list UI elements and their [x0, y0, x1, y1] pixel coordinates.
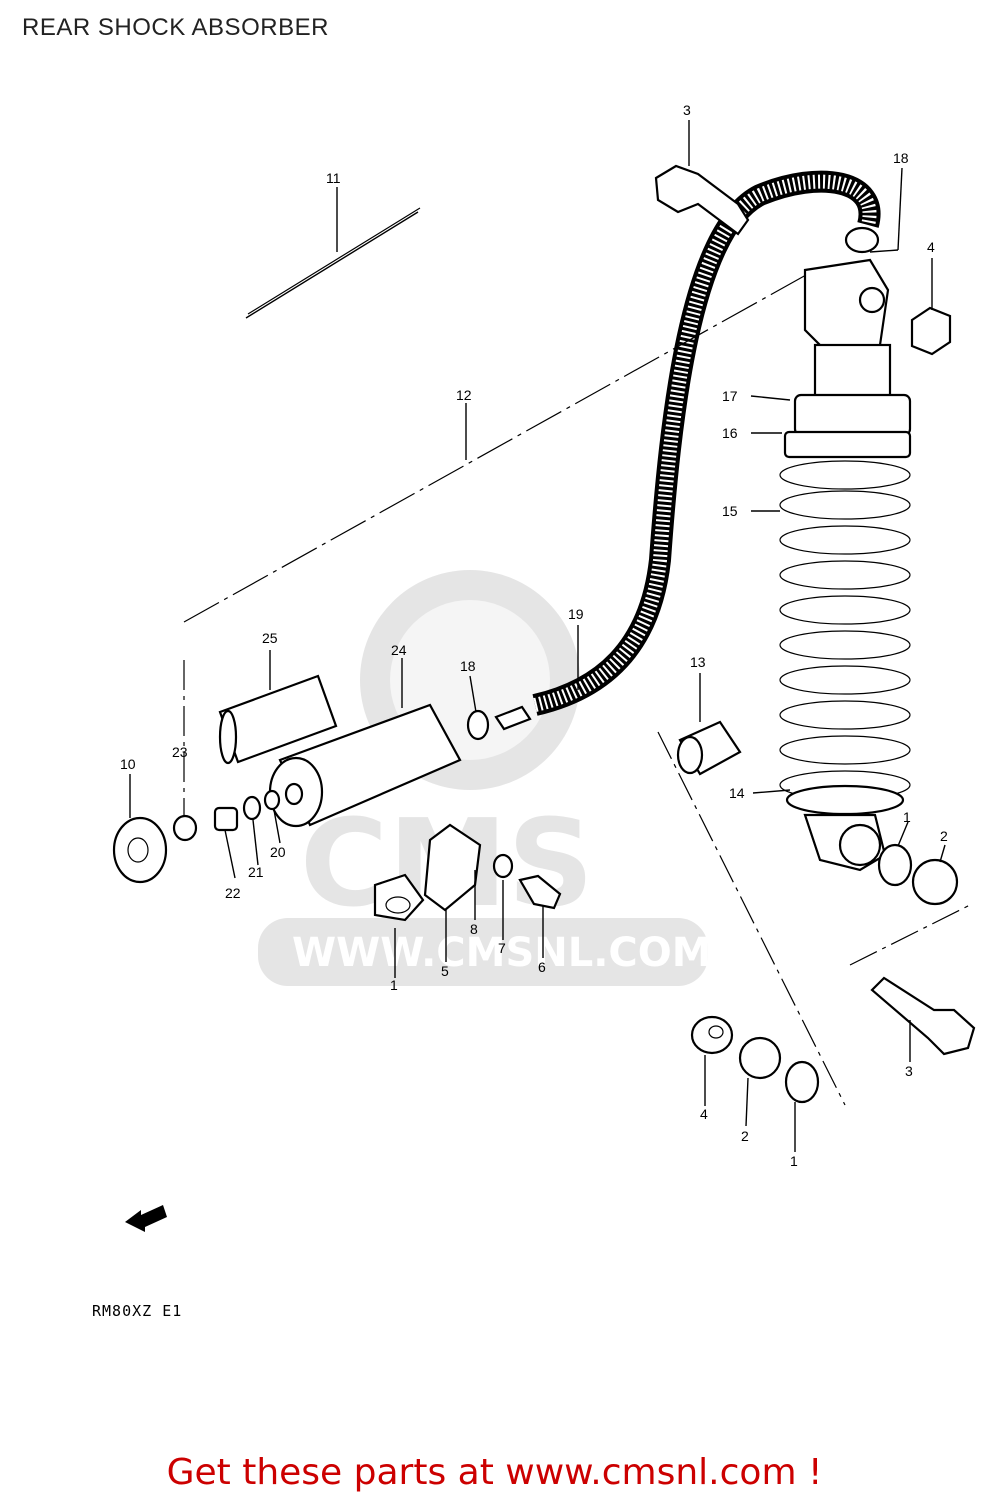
callout-19: 19 — [568, 606, 584, 622]
footer-cta-link[interactable]: Get these parts at www.cmsnl.com ! — [166, 1452, 823, 1493]
callout-3: 3 — [683, 102, 691, 118]
callout-15: 15 — [722, 503, 738, 519]
part-4-nut-top — [910, 306, 952, 356]
callout-2: 2 — [940, 828, 948, 844]
part-25-cover — [218, 674, 338, 765]
callout-1-b: 1 — [790, 1153, 798, 1169]
part-6-bolt — [518, 874, 562, 910]
part-21-washer — [242, 795, 262, 821]
part-1-o-ring — [877, 843, 913, 887]
callout-18: 18 — [893, 150, 909, 166]
callout-16: 16 — [722, 425, 738, 441]
callout-8: 8 — [470, 921, 478, 937]
part-11-cable-tie — [245, 207, 421, 319]
callout-5: 5 — [441, 963, 449, 979]
callout-13: 13 — [690, 654, 706, 670]
leader-12 — [183, 269, 816, 623]
callout-6: 6 — [538, 959, 546, 975]
callout-7: 7 — [498, 940, 506, 956]
front-arrow-icon — [125, 1205, 167, 1232]
part-2-bush — [911, 858, 959, 906]
callout-22: 22 — [225, 885, 241, 901]
part-3-bolt-top — [654, 164, 750, 236]
callout-21: 21 — [248, 864, 264, 880]
callout-17: 17 — [722, 388, 738, 404]
callout-1-c: 1 — [390, 977, 398, 993]
callout-numbers: 3 18 11 4 12 17 16 15 19 25 24 18 13 23 … — [120, 102, 948, 1169]
callout-2-b: 2 — [741, 1128, 749, 1144]
part-18-o-ring — [466, 709, 490, 741]
part-22-valve — [213, 806, 239, 832]
watermark-url: WWW.CMSNL.COM — [292, 930, 712, 976]
leader-lines — [129, 120, 946, 1152]
part-20-core — [263, 789, 281, 811]
part-3-bolt-bottom — [870, 976, 976, 1056]
page-title: REAR SHOCK ABSORBER — [22, 14, 329, 41]
assembly-frame — [657, 731, 971, 1106]
callout-23: 23 — [172, 744, 188, 760]
part-13-bush — [676, 720, 742, 776]
callout-4: 4 — [927, 239, 935, 255]
callout-1: 1 — [903, 809, 911, 825]
callout-14: 14 — [729, 785, 745, 801]
part-24-reservoir — [268, 703, 462, 828]
part-shock-absorber — [779, 258, 912, 872]
callout-3-b: 3 — [905, 1063, 913, 1079]
callout-25: 25 — [262, 630, 278, 646]
callout-10: 10 — [120, 756, 136, 772]
callout-24: 24 — [391, 642, 407, 658]
part-7-washer — [492, 853, 514, 879]
callout-11: 11 — [326, 170, 341, 186]
part-18-o-ring-top — [844, 226, 880, 254]
part-1-o-ring-bottom — [784, 1060, 820, 1104]
part-4-nut-bottom — [690, 1015, 734, 1055]
callout-18-b: 18 — [460, 658, 476, 674]
part-2-bush-bottom — [738, 1036, 782, 1080]
part-9-collar — [373, 873, 425, 922]
callout-4-b: 4 — [700, 1106, 708, 1122]
model-code: RM80XZ E1 — [92, 1302, 183, 1320]
part-10-cap — [112, 816, 168, 884]
part-23-cap — [172, 814, 198, 842]
part-19-hose — [494, 170, 881, 731]
callout-12: 12 — [456, 387, 472, 403]
callout-20: 20 — [270, 844, 286, 860]
